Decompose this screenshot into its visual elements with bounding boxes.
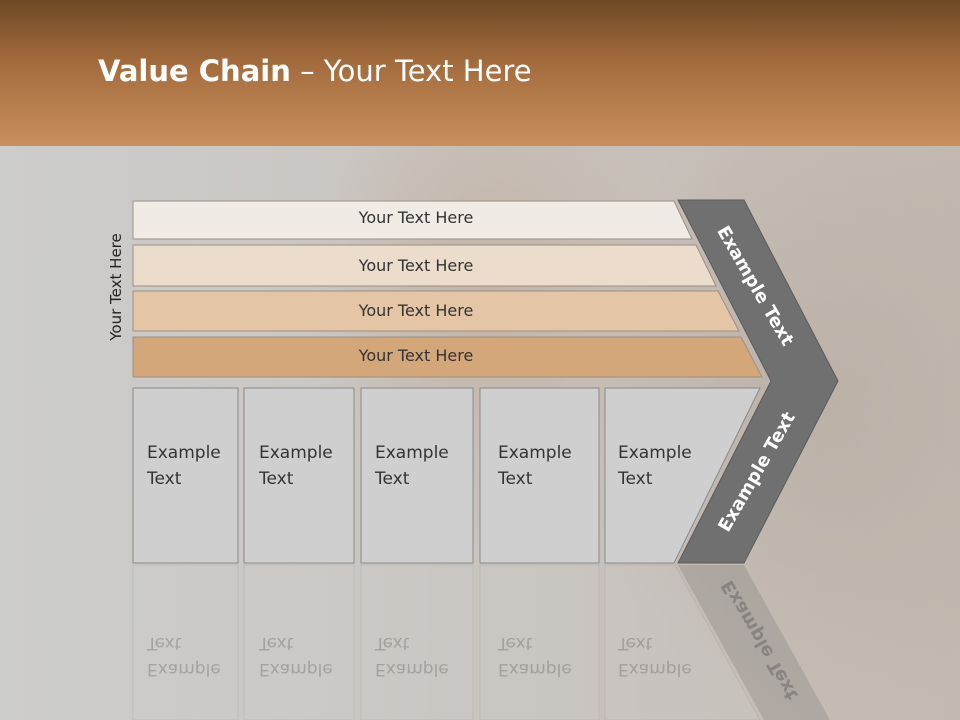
row-label-4: Your Text Here	[358, 346, 474, 365]
box-shape-3	[360, 387, 474, 564]
row-label-2: Your Text Here	[358, 256, 474, 275]
row-label-3: Your Text Here	[358, 301, 474, 320]
box-shape-5	[604, 387, 761, 564]
slide-title: Value Chain – Your Text Here	[98, 54, 532, 88]
title-bold: Value Chain	[98, 54, 291, 88]
box-label-5: Example Text	[618, 443, 692, 489]
box-shape-4	[479, 387, 600, 564]
title-bar	[0, 0, 960, 146]
row-label-1: Your Text Here	[358, 208, 474, 227]
box-shape-2	[243, 387, 355, 564]
side-label: Your Text Here	[107, 233, 125, 341]
box-label-3: Example Text	[375, 443, 449, 489]
box-label-2: Example Text	[259, 443, 333, 489]
row-shape-4	[132, 336, 763, 378]
box-label-1: Example Text	[147, 443, 221, 489]
box-label-4: Example Text	[498, 443, 572, 489]
row-shape-2	[132, 244, 717, 287]
row-shape-1	[132, 200, 693, 240]
chevron-arrow	[677, 199, 839, 564]
row-shape-3	[132, 290, 740, 332]
title-rest: – Your Text Here	[290, 54, 532, 88]
box-shape-1	[132, 387, 239, 564]
